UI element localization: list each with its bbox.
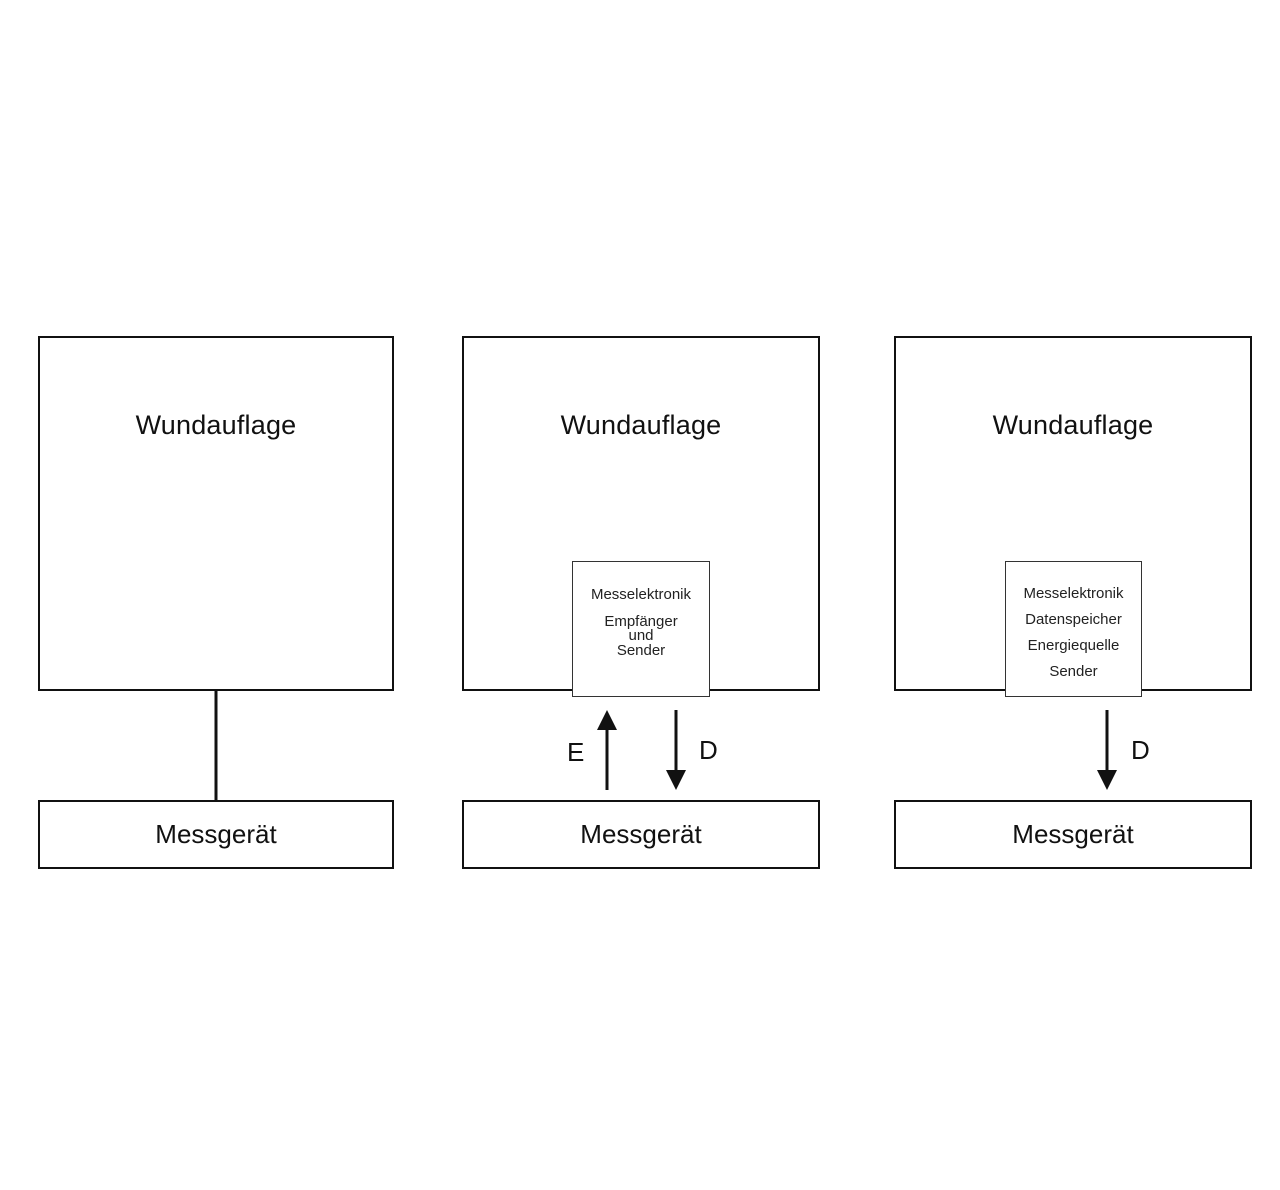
wound-dressing-label: Wundauflage <box>992 410 1154 440</box>
module-line: Messelektronik <box>590 586 692 603</box>
arrow-up-e <box>597 710 617 790</box>
module-line: Energiequelle <box>1027 637 1120 654</box>
measuring-device-label: Messgerät <box>1012 819 1134 849</box>
measuring-device-label: Messgerät <box>580 819 702 849</box>
module-line: Sender <box>1049 663 1098 680</box>
module-line: Sender <box>616 642 666 659</box>
arrow-down-d <box>1097 710 1117 790</box>
arrow-label-e: E <box>567 737 585 767</box>
wound-dressing-label: Wundauflage <box>135 410 297 440</box>
module-line: Empfänger <box>604 613 678 630</box>
electronics-module: Messelektronik Empfänger und Sender <box>572 561 710 697</box>
module-line: Datenspeicher <box>1025 611 1122 628</box>
measuring-device-box: Messgerät <box>38 800 394 869</box>
measuring-device-box: Messgerät <box>462 800 820 869</box>
module-line: Messelektronik <box>1023 585 1124 602</box>
module-line: und <box>628 627 654 644</box>
arrow-down-d <box>666 710 686 790</box>
electronics-module: Messelektronik Datenspeicher Energiequel… <box>1005 561 1142 697</box>
measuring-device-label: Messgerät <box>155 819 277 849</box>
wound-dressing-box: Wundauflage <box>38 336 394 691</box>
arrow-label-d: D <box>1131 735 1150 765</box>
wound-dressing-label: Wundauflage <box>560 410 722 440</box>
measuring-device-box: Messgerät <box>894 800 1252 869</box>
arrow-label-d: D <box>699 735 718 765</box>
